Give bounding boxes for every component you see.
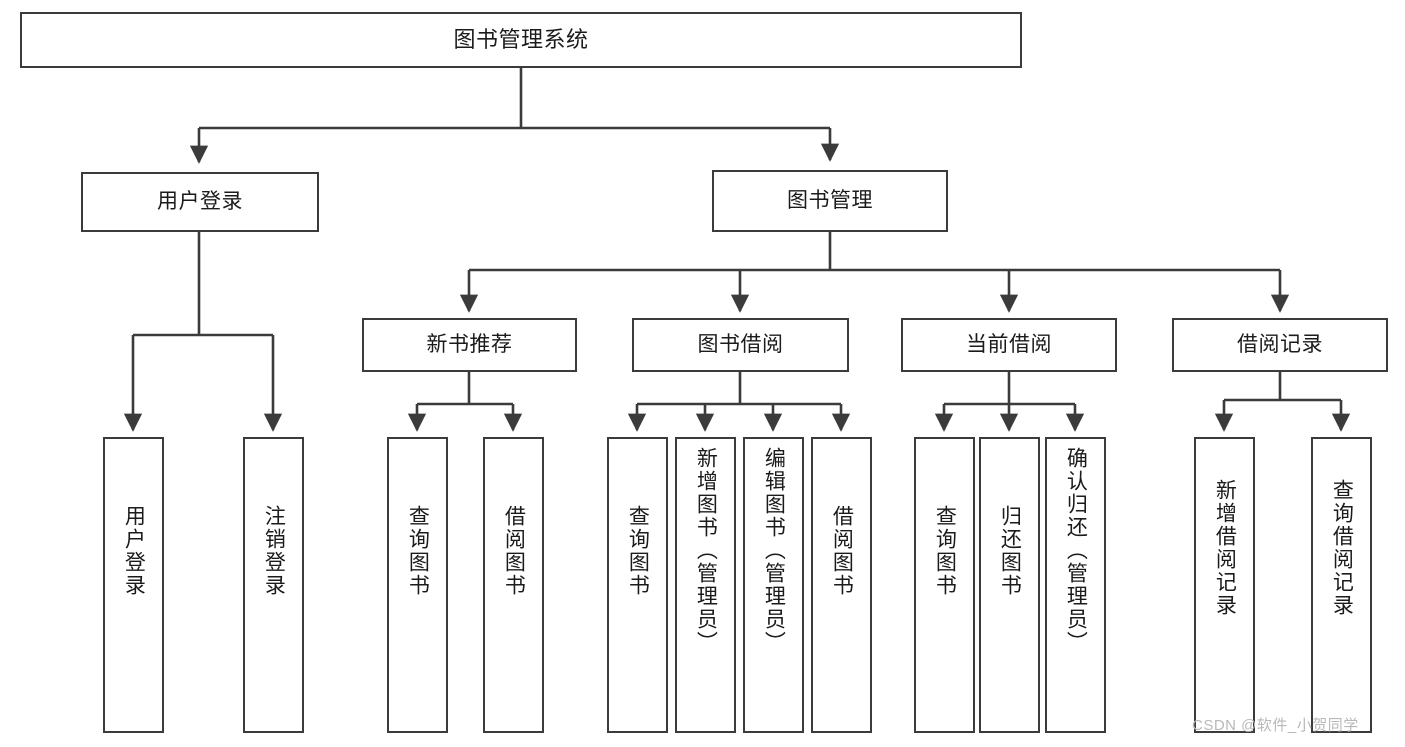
node-label: 图书借阅 [697,332,784,356]
node-leaf-query-book-current[interactable]: 查询图书 [914,437,975,733]
node-book-manage[interactable]: 图书管理 [712,170,948,232]
node-label: 新增借阅记录 [1213,479,1237,617]
node-label: 查询图书 [933,505,957,597]
node-leaf-add-borrow-record[interactable]: 新增借阅记录 [1194,437,1255,733]
node-label: 新增图书（管理员） [694,447,718,654]
node-label: 查询图书 [406,505,430,597]
node-leaf-borrow-book[interactable]: 借阅图书 [811,437,872,733]
node-label: 借阅图书 [502,505,526,597]
node-leaf-confirm-return-admin[interactable]: 确认归还（管理员） [1045,437,1106,733]
node-leaf-query-book-borrow[interactable]: 查询图书 [607,437,668,733]
node-leaf-edit-book-admin[interactable]: 编辑图书（管理员） [743,437,804,733]
node-label: 查询借阅记录 [1330,479,1354,617]
node-label: 当前借阅 [966,332,1052,356]
node-leaf-query-borrow-record[interactable]: 查询借阅记录 [1311,437,1372,733]
node-leaf-return-book[interactable]: 归还图书 [979,437,1040,733]
node-label: 查询图书 [626,505,650,597]
node-label: 编辑图书（管理员） [762,447,786,654]
node-user-login[interactable]: 用户登录 [81,172,319,232]
node-label: 图书管理 [787,188,873,212]
node-current-borrow[interactable]: 当前借阅 [901,318,1117,372]
node-leaf-query-book-recommend[interactable]: 查询图书 [387,437,448,733]
node-label: 归还图书 [998,505,1022,597]
node-label: 借阅图书 [830,505,854,597]
node-label: 借阅记录 [1237,332,1323,356]
node-borrow-record[interactable]: 借阅记录 [1172,318,1388,372]
node-leaf-user-login[interactable]: 用户登录 [103,437,164,733]
node-label: 新书推荐 [426,332,513,356]
csdn-watermark: CSDN @软件_小贺同学 [1192,717,1359,734]
node-root-book-management-system[interactable]: 图书管理系统 [20,12,1022,68]
node-leaf-borrow-book-recommend[interactable]: 借阅图书 [483,437,544,733]
node-label: 确认归还（管理员） [1064,447,1088,654]
node-label: 注销登录 [262,505,286,597]
node-label: 图书管理系统 [453,27,589,53]
node-label: 用户登录 [122,505,146,597]
node-book-borrow[interactable]: 图书借阅 [632,318,849,372]
node-new-book-recommend[interactable]: 新书推荐 [362,318,577,372]
node-leaf-logout-login[interactable]: 注销登录 [243,437,304,733]
node-leaf-add-book-admin[interactable]: 新增图书（管理员） [675,437,736,733]
node-label: 用户登录 [157,189,243,213]
